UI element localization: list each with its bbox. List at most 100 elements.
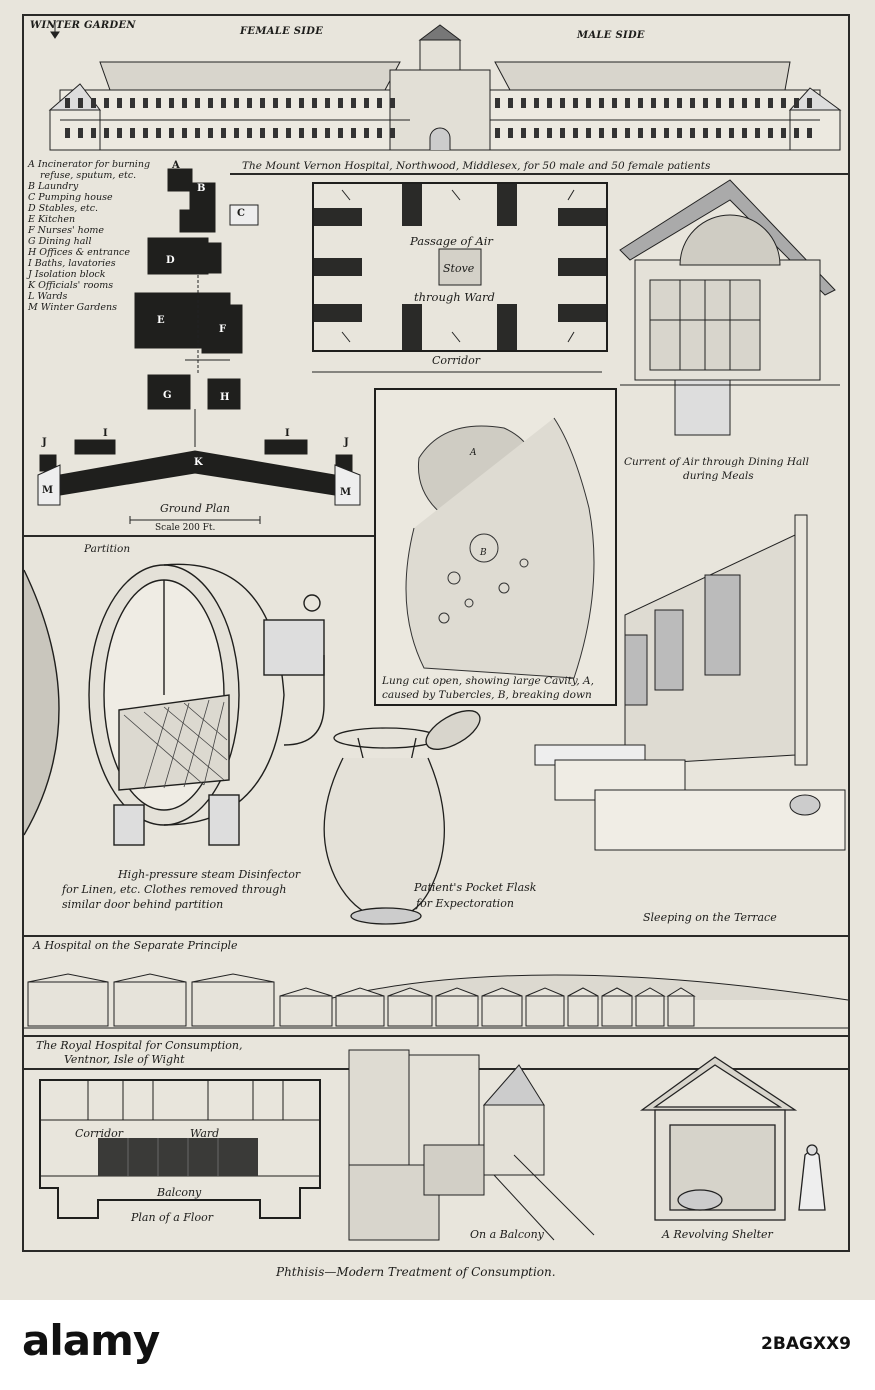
building-window: [625, 98, 630, 108]
building-window: [338, 98, 343, 108]
royal-caption-line1: The Royal Hospital for Consumption,: [36, 1039, 243, 1052]
legend-item-j: J Isolation block: [28, 269, 106, 280]
mount-vernon-caption: The Mount Vernon Hospital, Northwood, Mi…: [242, 160, 711, 172]
image-id: 2BAGXX9: [761, 1334, 851, 1354]
building-window: [781, 128, 786, 138]
flask-caption-line1: Patient's Pocket Flask: [414, 881, 537, 894]
building-window: [130, 128, 135, 138]
plan-label-i-left: I: [103, 428, 108, 439]
royal-caption-line2: Ventnor, Isle of Wight: [64, 1053, 185, 1066]
building-window: [495, 98, 500, 108]
building-window: [599, 98, 604, 108]
building-window: [664, 128, 669, 138]
building-window: [104, 128, 109, 138]
legend-item-a-cont: refuse, sputum, etc.: [40, 170, 137, 181]
building-window: [625, 128, 630, 138]
plan-label-c: C: [237, 208, 246, 219]
shelter-caption: A Revolving Shelter: [662, 1228, 773, 1241]
building-window: [143, 128, 148, 138]
building-window: [208, 128, 213, 138]
ward-diagram-line1: Passage of Air: [410, 234, 493, 248]
building-window: [729, 98, 734, 108]
building-window: [534, 98, 539, 108]
building-window: [78, 128, 83, 138]
building-window: [794, 128, 799, 138]
pavilion-roof: [335, 987, 385, 997]
building-window: [742, 128, 747, 138]
legend-item-b: B Laundry: [28, 181, 79, 192]
building-window: [221, 128, 226, 138]
plan-label-m-left: M: [42, 485, 54, 496]
pavilion-roof: [525, 987, 565, 997]
building-window: [612, 98, 617, 108]
building-window: [117, 128, 122, 138]
building-window: [169, 128, 174, 138]
building-window: [716, 128, 721, 138]
building-window: [156, 128, 161, 138]
building-window: [65, 98, 70, 108]
separate-principle-drawing: [24, 973, 849, 1029]
building-window: [312, 98, 317, 108]
ward-air-diagram: [312, 182, 608, 373]
pavilion-roof: [387, 987, 433, 997]
legend-item-i: I Baths, lavatories: [28, 258, 116, 269]
building-window: [390, 128, 395, 138]
building-window: [638, 98, 643, 108]
building-window: [521, 128, 526, 138]
building-window: [364, 128, 369, 138]
floor-plan-title: Plan of a Floor: [131, 1211, 213, 1224]
building-window: [91, 98, 96, 108]
legend-item-d: D Stables, etc.: [28, 203, 99, 214]
pavilion-roof: [601, 987, 633, 997]
building-window: [586, 98, 591, 108]
building-window: [182, 98, 187, 108]
building-window: [651, 98, 656, 108]
building-window: [91, 128, 96, 138]
building-window: [755, 98, 760, 108]
building-window: [755, 128, 760, 138]
pavilion-building: [635, 995, 665, 1027]
balcony-caption: On a Balcony: [470, 1228, 544, 1241]
building-window: [677, 98, 682, 108]
mount-vernon-hospital-drawing: [48, 20, 842, 151]
building-window: [195, 98, 200, 108]
building-window: [508, 128, 513, 138]
lung-mark-b: B: [480, 548, 487, 558]
partition-label: Partition: [84, 543, 131, 555]
building-window: [638, 128, 643, 138]
pavilion-roof: [191, 973, 275, 983]
building-window: [716, 98, 721, 108]
rule-below-separate: [22, 1035, 850, 1037]
male-side-label: MALE SIDE: [577, 30, 645, 41]
pavilion-roof: [435, 987, 479, 997]
pavilion-building: [525, 995, 565, 1027]
balcony-drawing: [348, 1049, 595, 1241]
building-window: [65, 128, 70, 138]
building-window: [794, 98, 799, 108]
building-window: [182, 128, 187, 138]
building-window: [377, 98, 382, 108]
pavilion-building: [113, 981, 187, 1027]
building-window: [364, 98, 369, 108]
plan-label-e: E: [157, 315, 165, 326]
legend-item-g: G Dining hall: [28, 236, 92, 247]
building-window: [130, 98, 135, 108]
lung-caption-line2: caused by Tubercles, B, breaking down: [382, 689, 592, 701]
flask-caption-line2: for Expectoration: [416, 897, 514, 910]
terrace-beds-drawing: [534, 514, 846, 851]
plan-label-g: G: [163, 390, 172, 401]
building-window: [781, 98, 786, 108]
dining-hall-drawing: [619, 179, 840, 436]
terrace-caption: Sleeping on the Terrace: [643, 911, 777, 924]
legend-item-k: K Officials' rooms: [28, 280, 114, 291]
dining-caption-line1: Current of Air through Dining Hall: [624, 456, 809, 468]
building-window: [325, 128, 330, 138]
plan-label-j-left: J: [42, 437, 48, 448]
building-window: [651, 128, 656, 138]
building-window: [677, 128, 682, 138]
floor-plan-drawing: [39, 1079, 321, 1219]
building-window: [260, 98, 265, 108]
revolving-shelter-drawing: [639, 1056, 826, 1221]
watermark-band: [0, 1300, 875, 1390]
building-window: [599, 128, 604, 138]
